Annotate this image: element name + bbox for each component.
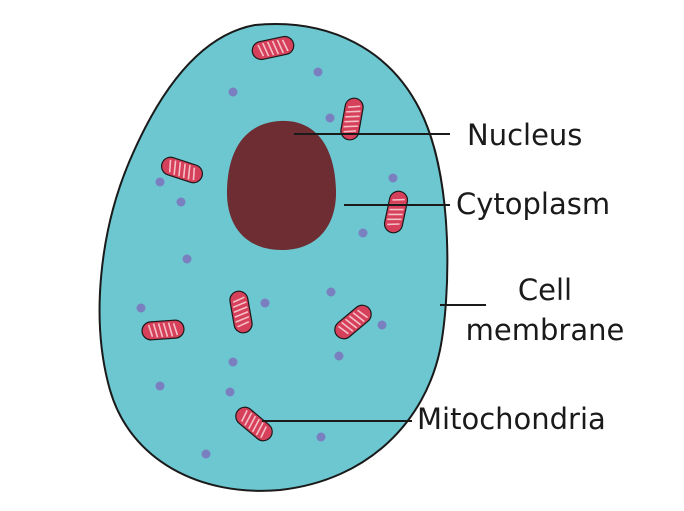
nucleus-label: Nucleus <box>467 118 583 152</box>
cytoplasm-label: Cytoplasm <box>456 187 611 221</box>
mitochondrion <box>140 318 186 342</box>
cell-membrane-label-line1: Cell <box>517 273 573 307</box>
mitochondria-label: Mitochondria <box>417 402 606 436</box>
nucleus <box>226 120 337 250</box>
cytoplasm-granules <box>136 67 398 459</box>
cell-membrane <box>98 23 449 492</box>
cell-membrane-label: Cell membrane <box>455 270 635 350</box>
cell-membrane-label-line2: membrane <box>465 313 625 347</box>
